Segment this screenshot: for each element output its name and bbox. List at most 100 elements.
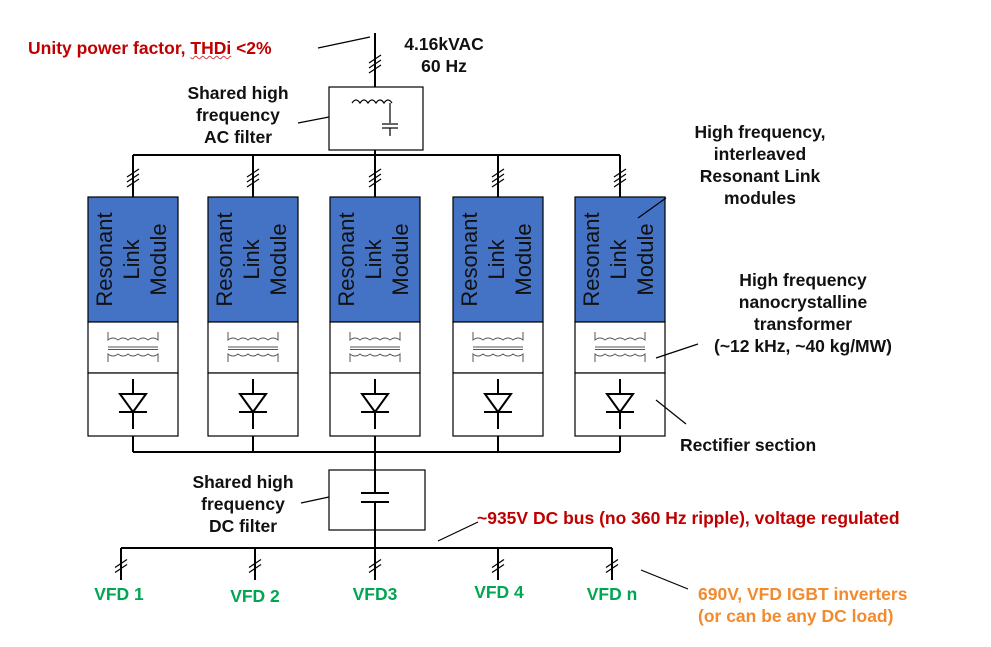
phase-mark (368, 559, 382, 573)
diode-triangle (118, 393, 148, 414)
phase-slash (491, 178, 505, 188)
resonant-callout-line1: High frequency, (694, 122, 826, 142)
wiring (120, 33, 621, 580)
resonant-callout-line4: modules (724, 188, 796, 208)
transformer-icon (227, 332, 279, 362)
phase-slash (114, 564, 128, 573)
module-label: ResonantLinkModule (212, 212, 291, 306)
phase-slash (248, 559, 262, 568)
module-label-line: Link (239, 238, 264, 279)
module-label-line: Resonant (457, 212, 482, 306)
phase-slash (126, 168, 140, 178)
diode-triangle (360, 393, 390, 414)
dc-filter-line1: Shared high (192, 472, 294, 492)
ac-filter-line3: AC filter (203, 127, 273, 147)
diode-icon (605, 379, 635, 429)
callout-leader-lines (297, 36, 699, 590)
module-label-line: Module (511, 223, 536, 295)
resonant-link-module: ResonantLinkModule (574, 196, 666, 437)
phase-slash (368, 64, 382, 74)
phase-slash (491, 168, 505, 178)
phase-slash (613, 168, 627, 178)
diode-triangle (238, 393, 268, 414)
phase-slash (368, 178, 382, 188)
resonant-link-callout: High frequency, interleaved Resonant Lin… (695, 121, 826, 209)
inverter-note: 690V, VFD IGBT inverters (or can be any … (698, 583, 907, 627)
resonant-link-module: ResonantLinkModule (207, 196, 299, 437)
phase-slash (368, 54, 382, 64)
phase-slash (248, 564, 262, 573)
vfd-label: VFD 2 (230, 586, 280, 606)
phase-slash (368, 564, 382, 573)
phase-mark (114, 559, 128, 573)
inductor-coil (351, 99, 393, 105)
resonant-link-module: ResonantLinkModule (87, 196, 179, 437)
module-label-line: Resonant (579, 212, 604, 306)
source-voltage: 4.16kVAC (404, 34, 484, 54)
module-label-line: Link (606, 238, 631, 279)
vfd-label: VFD 1 (94, 584, 144, 604)
resonant-link-module: ResonantLinkModule (329, 196, 421, 437)
phase-mark (246, 168, 260, 188)
module-label: ResonantLinkModule (579, 212, 658, 306)
module-label-line: Link (484, 238, 509, 279)
dc-bus-leader (437, 521, 479, 542)
ac-filter-line2: frequency (196, 105, 280, 125)
resonant-callout-line3: Resonant Link (699, 166, 821, 186)
source-voltage-label: 4.16kVAC 60 Hz (404, 33, 483, 77)
phase-slash (613, 173, 627, 183)
phase-slash (605, 564, 619, 573)
transformer-icon (594, 332, 646, 362)
dc-filter-leader (300, 496, 330, 504)
module-label-line: Resonant (92, 212, 117, 306)
resonant-link-leader (637, 197, 667, 219)
inverter-leader (640, 569, 689, 590)
ac-filter-box (328, 86, 424, 151)
transformer-winding (594, 332, 646, 342)
power-quality-prefix: Unity power factor, (28, 38, 191, 58)
phase-slash (605, 559, 619, 568)
inverter-note-line1: 690V, VFD IGBT inverters (698, 584, 908, 604)
diode-icon (238, 379, 268, 429)
module-label-line: Resonant (334, 212, 359, 306)
diode-triangle (605, 393, 635, 414)
module-label-line: Module (266, 223, 291, 295)
dc-filter-label: Shared high frequency DC filter (192, 471, 293, 537)
transformer-winding (472, 352, 524, 362)
three-phase-marks (114, 54, 627, 573)
phase-mark (605, 559, 619, 573)
resonant-link-module: ResonantLinkModule (452, 196, 544, 437)
transformer-winding (227, 352, 279, 362)
phase-mark (368, 54, 382, 74)
rectifier-callout: Rectifier section (680, 435, 817, 455)
shared-filters (328, 86, 426, 531)
transformer-callout: High frequency nanocrystalline transform… (714, 269, 892, 357)
ac-filter-leader (297, 116, 330, 124)
phase-mark (613, 168, 627, 188)
transformer-winding (349, 352, 401, 362)
module-label-line: Module (633, 223, 658, 295)
phase-slash (491, 559, 505, 568)
source-frequency: 60 Hz (421, 56, 467, 76)
module-label-line: Module (146, 223, 171, 295)
phase-slash (246, 168, 260, 178)
power-quality-suffix: <2% (231, 38, 272, 58)
module-label-line: Link (119, 238, 144, 279)
vfd-label: VFD n (586, 584, 638, 604)
phase-mark (368, 168, 382, 188)
transformer-icon (349, 332, 401, 362)
inductor-icon (351, 99, 398, 136)
diode-icon (483, 379, 513, 429)
transformer-winding (594, 352, 646, 362)
dc-filter-line3: DC filter (208, 516, 278, 536)
phase-slash (368, 173, 382, 183)
phase-mark (491, 559, 505, 573)
module-label: ResonantLinkModule (92, 212, 171, 306)
vfd-label: VFD 4 (474, 582, 524, 602)
thdi-text: THDi (190, 38, 232, 58)
rectifier-leader (655, 399, 687, 425)
phase-slash (114, 559, 128, 568)
transformer-callout-line1: High frequency (739, 270, 867, 290)
